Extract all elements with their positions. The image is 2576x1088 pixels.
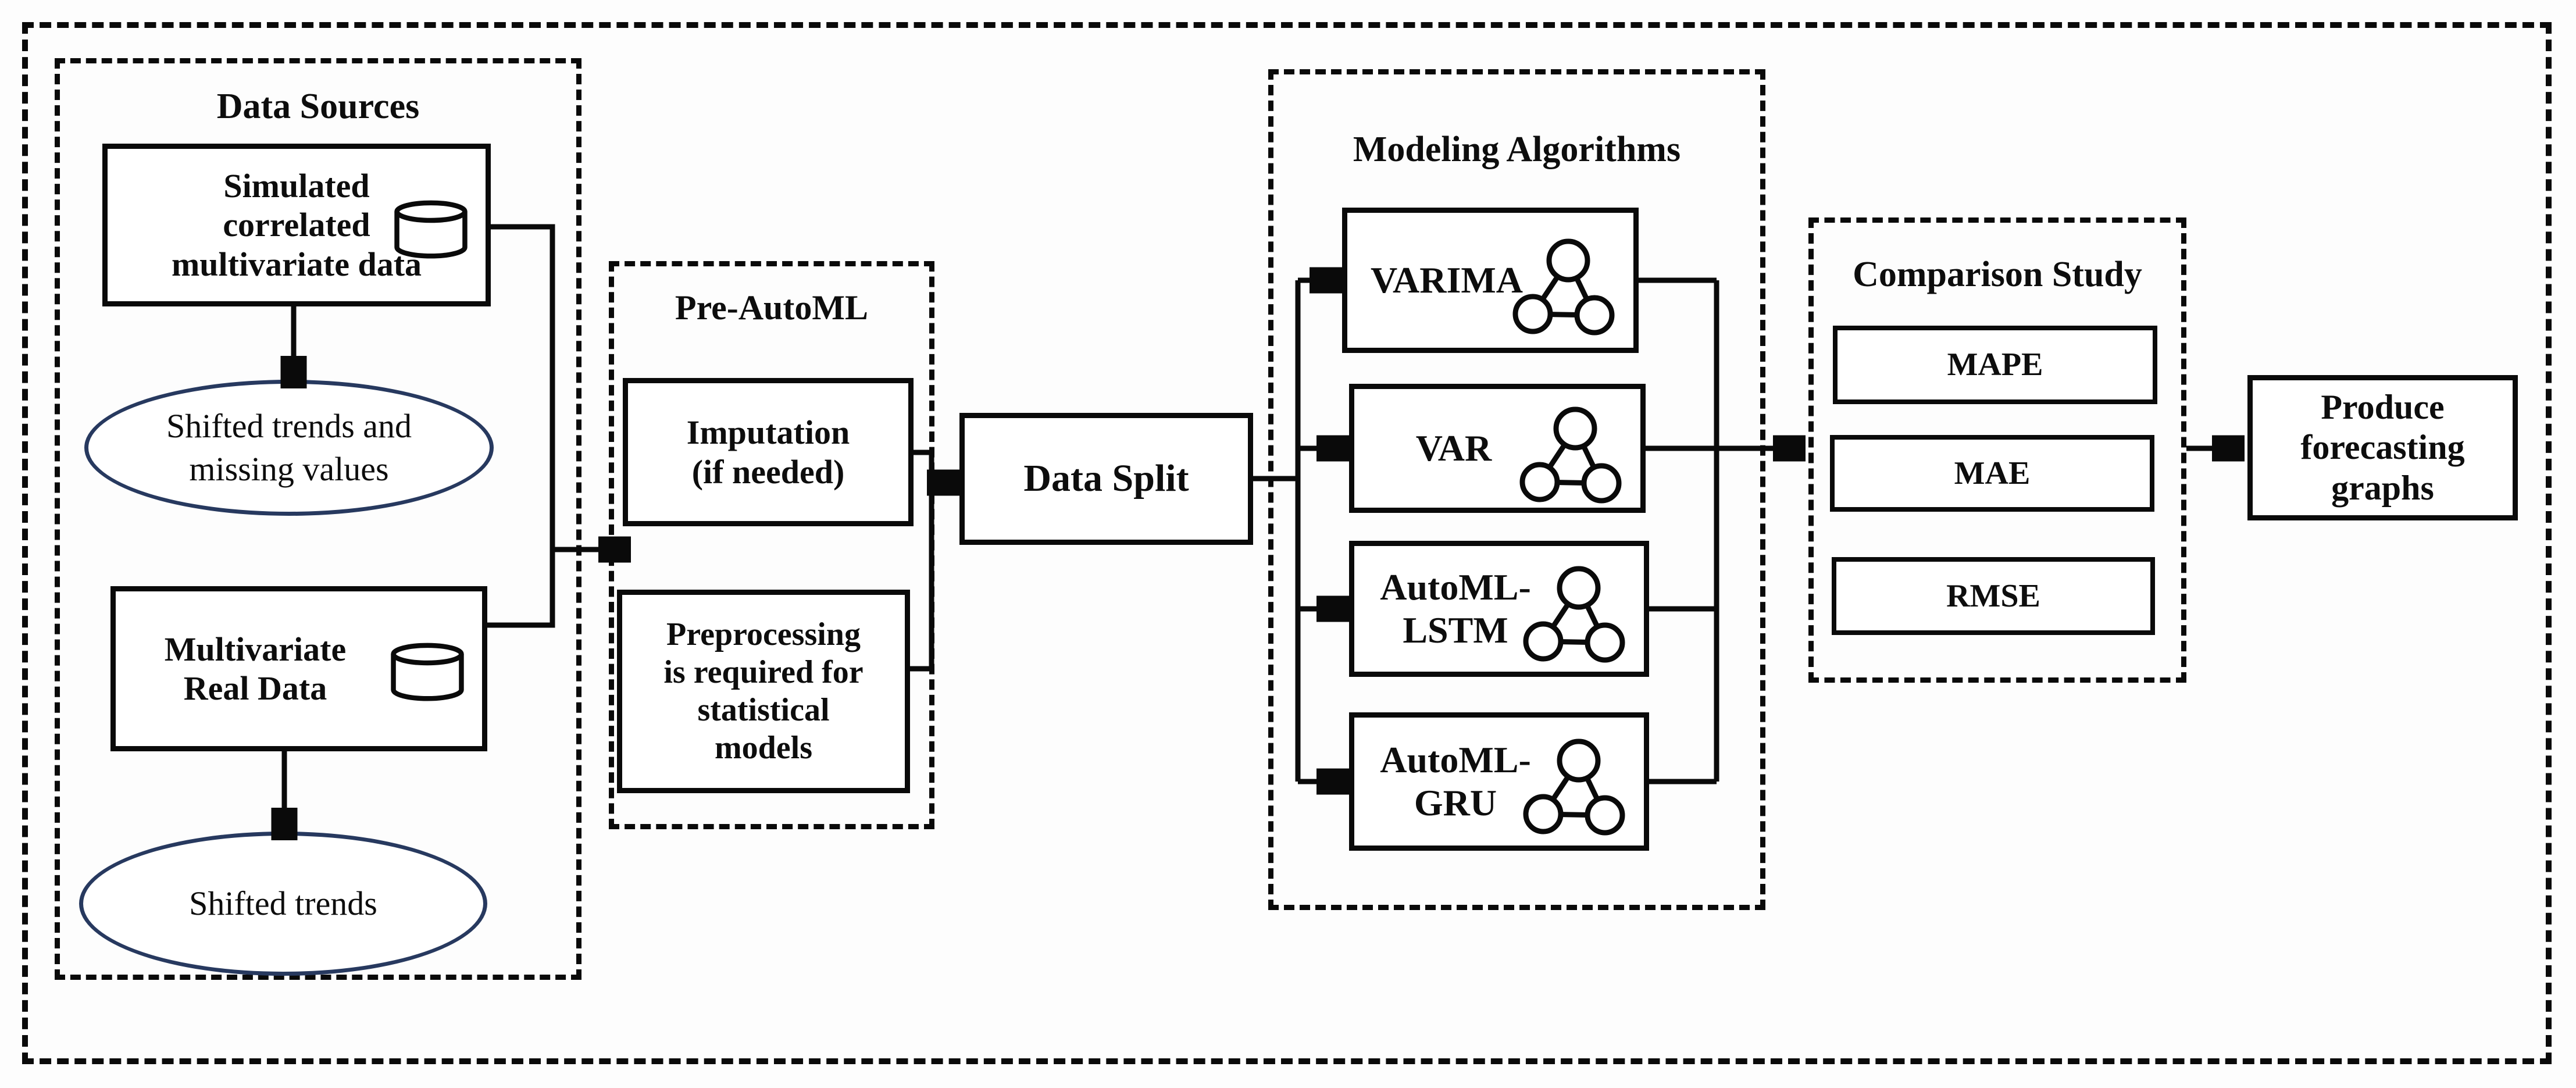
node-var-label: VAR bbox=[1415, 427, 1492, 469]
node-automl-gru-label: AutoML- GRU bbox=[1380, 739, 1531, 823]
node-produce-forecasting-graphs-label: Produce forecasting graphs bbox=[2300, 387, 2465, 507]
node-automl-lstm: AutoML- LSTM bbox=[1349, 541, 1649, 677]
group-data-sources: Data Sources bbox=[55, 58, 581, 980]
database-icon bbox=[394, 200, 468, 259]
node-automl-gru: AutoML- GRU bbox=[1349, 712, 1649, 851]
node-mae-label: MAE bbox=[1954, 455, 2031, 491]
neural-network-icon bbox=[1512, 238, 1615, 336]
node-preprocessing-label: Preprocessing is required for statistica… bbox=[663, 616, 864, 766]
node-varima-label: VARIMA bbox=[1371, 259, 1523, 301]
node-data-split: Data Split bbox=[959, 413, 1253, 545]
node-shifted-trends-missing: Shifted trends and missing values bbox=[84, 380, 494, 516]
node-preprocessing: Preprocessing is required for statistica… bbox=[617, 590, 910, 793]
node-simulated-data-label: Simulated correlated multivariate data bbox=[171, 167, 422, 283]
node-imputation: Imputation (if needed) bbox=[623, 378, 914, 526]
node-mae: MAE bbox=[1830, 435, 2154, 512]
node-imputation-label: Imputation (if needed) bbox=[686, 413, 850, 491]
node-data-split-label: Data Split bbox=[1023, 457, 1189, 500]
node-rmse-label: RMSE bbox=[1946, 577, 2040, 614]
node-multivariate-real-data: Multivariate Real Data bbox=[110, 586, 487, 751]
node-automl-lstm-label: AutoML- LSTM bbox=[1380, 566, 1531, 651]
group-title-comparison-study: Comparison Study bbox=[1853, 255, 2142, 294]
database-icon bbox=[391, 643, 464, 701]
node-mape: MAPE bbox=[1833, 326, 2157, 404]
node-simulated-data: Simulated correlated multivariate data bbox=[102, 144, 491, 306]
group-title-data-sources: Data Sources bbox=[216, 87, 420, 126]
group-title-pre-automl: Pre-AutoML bbox=[675, 288, 869, 327]
node-multivariate-real-data-label: Multivariate Real Data bbox=[164, 630, 347, 707]
node-shifted-trends: Shifted trends bbox=[79, 832, 487, 976]
node-shifted-trends-label: Shifted trends bbox=[189, 884, 377, 922]
node-produce-forecasting-graphs: Produce forecasting graphs bbox=[2247, 375, 2518, 520]
node-shifted-trends-missing-label: Shifted trends and missing values bbox=[166, 406, 412, 488]
outer-frame bbox=[22, 22, 2552, 1064]
neural-network-icon bbox=[1519, 406, 1622, 504]
node-varima: VARIMA bbox=[1342, 208, 1639, 353]
group-title-modeling-algorithms: Modeling Algorithms bbox=[1353, 130, 1681, 169]
neural-network-icon bbox=[1523, 739, 1625, 836]
group-comparison-study: Comparison Study bbox=[1808, 217, 2186, 683]
neural-network-icon bbox=[1523, 566, 1625, 663]
node-var: VAR bbox=[1349, 384, 1646, 513]
node-mape-label: MAPE bbox=[1947, 347, 2043, 383]
node-rmse: RMSE bbox=[1832, 557, 2155, 635]
group-modeling-algorithms: Modeling Algorithms bbox=[1268, 69, 1765, 910]
